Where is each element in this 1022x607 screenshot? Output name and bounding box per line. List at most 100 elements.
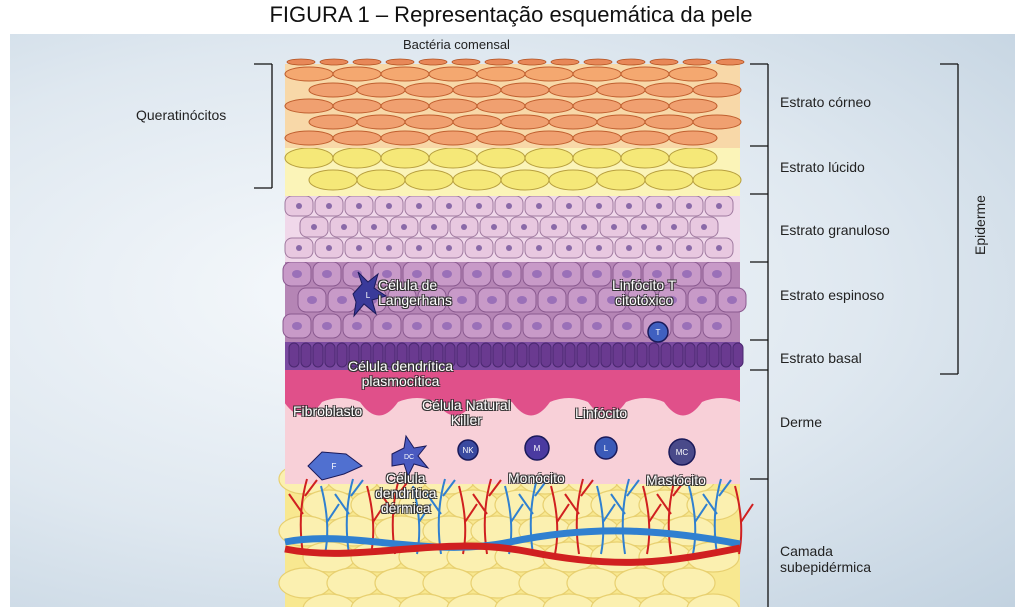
corneum-cell — [525, 99, 573, 113]
lymphocyte-cell-marker: L — [604, 444, 609, 453]
figure-title: FIGURA 1 – Representação esquemática da … — [0, 2, 1022, 28]
corneum-cell — [285, 131, 333, 145]
fibroblast-marker: F — [332, 462, 337, 471]
corneum-cell — [309, 115, 357, 129]
basal-cell — [625, 343, 635, 367]
corneum-cell — [477, 131, 525, 145]
left-label-keratinocytes: Queratinócitos — [136, 107, 226, 123]
top-label: Bactéria comensal — [403, 37, 510, 52]
nucleus — [716, 203, 722, 209]
nucleus — [506, 203, 512, 209]
nucleus — [307, 296, 317, 304]
basal-cell — [565, 343, 575, 367]
corneum-cell — [381, 131, 429, 145]
corneum-cell — [453, 115, 501, 129]
fat-cell — [495, 490, 547, 520]
nucleus — [337, 296, 347, 304]
lucidum-cell — [549, 170, 597, 190]
nucleus — [292, 322, 302, 330]
cell-label-monocyte: Monócito — [508, 471, 565, 486]
corneum-cell — [429, 67, 477, 81]
commensal-bacterium — [584, 59, 612, 65]
basal-cell — [457, 343, 467, 367]
nucleus — [412, 322, 422, 330]
corneum-cell — [573, 99, 621, 113]
layer-label-lucidum: Estrato lúcido — [780, 159, 865, 175]
commensal-bacterium — [287, 59, 315, 65]
nucleus — [521, 224, 527, 230]
nucleus — [626, 245, 632, 251]
fat-cell — [615, 568, 667, 598]
commensal-bacterium — [650, 59, 678, 65]
corneum-cell — [333, 67, 381, 81]
nucleus — [577, 296, 587, 304]
basal-cell — [709, 343, 719, 367]
nucleus — [326, 245, 332, 251]
corneum-cell — [549, 115, 597, 129]
nucleus — [476, 203, 482, 209]
nucleus — [322, 270, 332, 278]
corneum-cell — [285, 67, 333, 81]
fat-cell — [567, 568, 619, 598]
nucleus — [382, 322, 392, 330]
lucidum-cell — [429, 148, 477, 168]
corneum-cell — [669, 67, 717, 81]
nucleus — [562, 270, 572, 278]
nucleus — [487, 296, 497, 304]
fat-cell — [279, 568, 331, 598]
nucleus — [536, 203, 542, 209]
nucleus — [701, 224, 707, 230]
langerhans-marker: L — [366, 291, 371, 300]
nucleus — [386, 203, 392, 209]
nucleus — [506, 245, 512, 251]
corneum-cell — [381, 67, 429, 81]
nucleus — [551, 224, 557, 230]
commensal-bacterium — [386, 59, 414, 65]
commensal-bacterium — [518, 59, 546, 65]
basal-cell — [553, 343, 563, 367]
lucidum-cell — [693, 170, 741, 190]
lucidum-cell — [405, 170, 453, 190]
nucleus — [431, 224, 437, 230]
cell-label-pdc: Célula dendrítica plasmocítica — [348, 359, 453, 389]
lucidum-cell — [621, 148, 669, 168]
nucleus — [611, 224, 617, 230]
commensal-bacterium — [617, 59, 645, 65]
nucleus — [322, 322, 332, 330]
nucleus — [356, 203, 362, 209]
lucidum-cell — [285, 148, 333, 168]
cell-label-lymph: Linfócito — [575, 406, 627, 421]
nucleus — [592, 322, 602, 330]
corneum-cell — [501, 115, 549, 129]
commensal-bacterium — [353, 59, 381, 65]
layer-label-subepidermal: Camada subepidérmica — [780, 543, 871, 575]
lucidum-cell — [333, 148, 381, 168]
corneum-cell — [453, 83, 501, 97]
nucleus — [622, 322, 632, 330]
nucleus — [596, 245, 602, 251]
nucleus — [712, 270, 722, 278]
corneum-cell — [621, 131, 669, 145]
nucleus — [292, 270, 302, 278]
cell-label-fibroblast: Fibroblasto — [293, 404, 362, 419]
basal-cell — [337, 343, 347, 367]
corneum-cell — [309, 83, 357, 97]
corneum-cell — [621, 99, 669, 113]
corneum-cell — [669, 131, 717, 145]
nucleus — [296, 203, 302, 209]
nucleus — [352, 322, 362, 330]
corneum-cell — [597, 115, 645, 129]
nucleus — [491, 224, 497, 230]
corneum-cell — [525, 67, 573, 81]
lucidum-cell — [645, 170, 693, 190]
basal-cell — [697, 343, 707, 367]
corneum-cell — [693, 115, 741, 129]
basal-cell — [469, 343, 479, 367]
cytotoxic-t-cell-marker: T — [656, 328, 661, 337]
basal-cell — [481, 343, 491, 367]
corneum-cell — [549, 83, 597, 97]
nucleus — [476, 245, 482, 251]
nucleus — [532, 322, 542, 330]
corneum-cell — [573, 67, 621, 81]
nucleus — [472, 270, 482, 278]
